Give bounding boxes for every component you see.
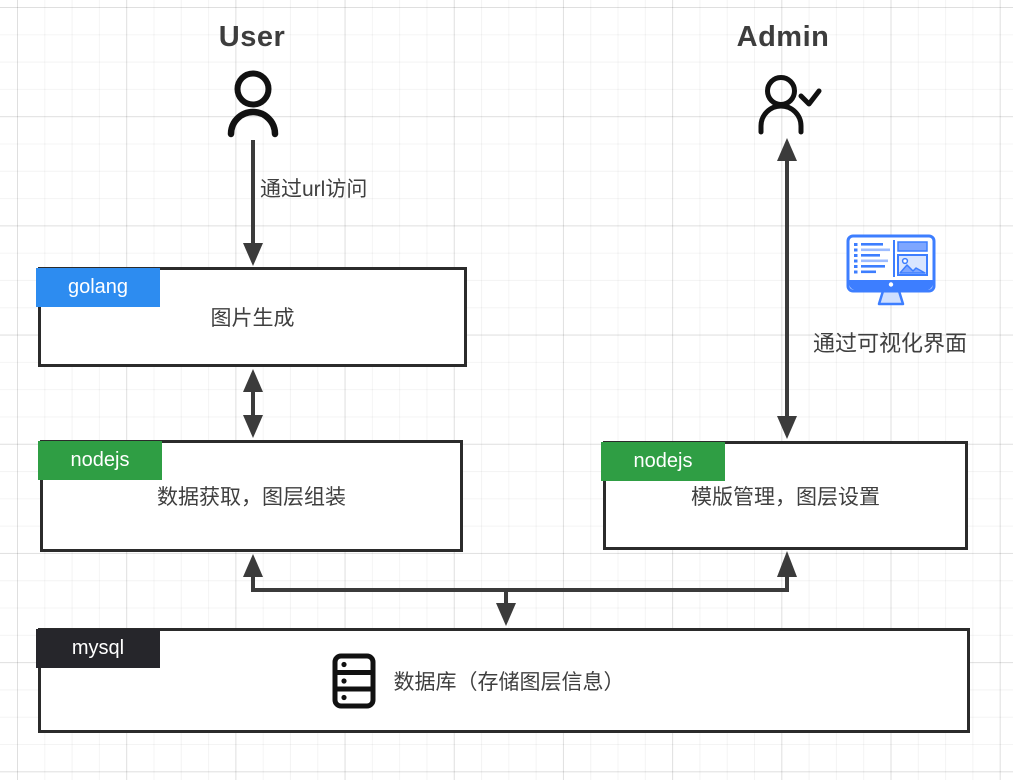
golang-box-label: 图片生成: [210, 307, 295, 330]
mysql-box: mysql 数据库（存储图层信息）: [36, 628, 970, 733]
golang-tag: golang: [36, 268, 160, 307]
person-icon: [227, 70, 279, 138]
nodejs-left-tag: nodejs: [38, 441, 162, 480]
nodejs-left-box-label: 数据获取，图层组装: [157, 486, 346, 509]
arrow-user-to-golang: [243, 140, 263, 266]
mysql-box-label: 数据库（存储图层信息）: [393, 670, 625, 694]
monitor-visual-editor-icon: [846, 234, 936, 306]
user-arrow-label: 通过url访问: [260, 178, 368, 201]
database-server-icon: [332, 653, 375, 708]
golang-box: golang 图片生成: [36, 267, 467, 367]
nodejs-right-box: nodejs 模版管理，图层设置: [601, 441, 968, 550]
admin-interface-caption: 通过可视化界面: [812, 331, 968, 356]
nodejs-left-box: nodejs 数据获取，图层组装: [38, 440, 463, 552]
user-title: User: [218, 21, 286, 53]
admin-title: Admin: [736, 21, 830, 53]
mysql-tag: mysql: [36, 629, 160, 668]
arrow-golang-nodejs-bidirectional: [243, 369, 263, 438]
connector-nodejs-mysql: [243, 551, 797, 626]
arrow-admin-nodejs-bidirectional: [777, 138, 797, 439]
nodejs-right-tag: nodejs: [601, 442, 725, 481]
nodejs-right-box-label: 模版管理，图层设置: [691, 485, 880, 509]
person-check-icon: [758, 75, 822, 135]
